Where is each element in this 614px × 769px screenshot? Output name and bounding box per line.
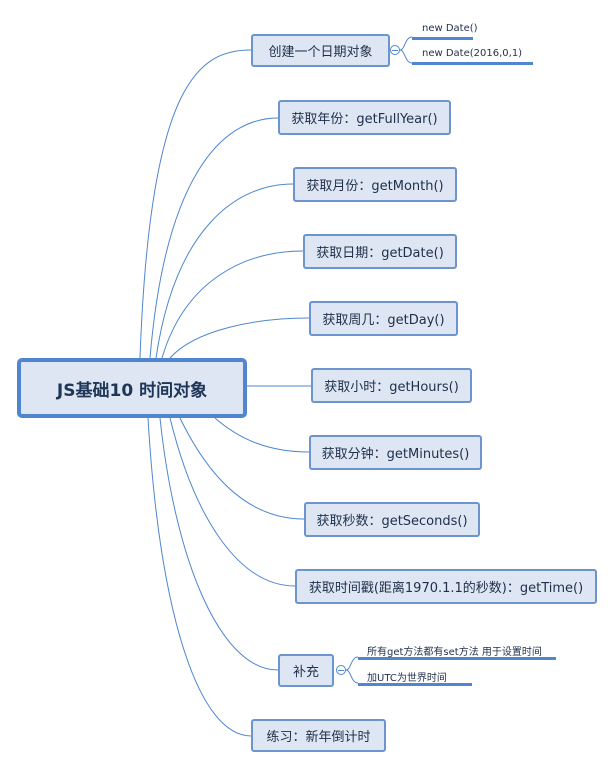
branch-get-seconds[interactable]: 获取秒数：getSeconds()	[304, 502, 480, 537]
branch-get-full-year[interactable]: 获取年份：getFullYear()	[278, 100, 451, 135]
branch-get-day[interactable]: 获取周几：getDay()	[309, 301, 458, 336]
connector-minutes	[214, 417, 310, 453]
leaf-underline	[358, 657, 556, 660]
connector-day	[169, 317, 310, 359]
leaf-get-set-note[interactable]: 所有get方法都有set方法 用于设置时间	[367, 647, 542, 658]
branch-get-date[interactable]: 获取日期：getDate()	[303, 234, 457, 269]
collapse-supplement-icon[interactable]	[336, 665, 346, 675]
branch-supplement[interactable]: 补充	[278, 654, 334, 687]
leaf-underline	[412, 37, 473, 40]
connector-year	[149, 117, 279, 359]
leaf-underline	[358, 683, 472, 686]
collapse-create-date-icon[interactable]	[390, 45, 400, 55]
leaf-underline	[412, 62, 533, 65]
root-topic[interactable]: JS基础10 时间对象	[17, 358, 247, 418]
branch-get-time[interactable]: 获取时间戳(距离1970.1.1的秒数)：getTime()	[295, 569, 597, 604]
connector-practice	[147, 417, 252, 737]
branch-get-month[interactable]: 获取月份：getMonth()	[293, 167, 457, 202]
branch-create-date[interactable]: 创建一个日期对象	[251, 34, 390, 67]
connector-date	[161, 250, 304, 359]
branch-practice[interactable]: 练习：新年倒计时	[251, 719, 386, 752]
leaf-utc-note[interactable]: 加UTC为世界时间	[367, 673, 447, 684]
branch-get-minutes[interactable]: 获取分钟：getMinutes()	[309, 435, 482, 470]
connector-supplement-child-2	[345, 669, 359, 684]
connector-seconds	[179, 417, 305, 520]
connector-supplement-child-1	[345, 656, 359, 671]
connector-create-child-1	[399, 36, 413, 51]
connector-gettime	[169, 417, 296, 587]
connector-month	[155, 183, 294, 359]
connector-create-child-2	[399, 49, 413, 64]
connector-create	[139, 49, 252, 359]
leaf-new-date[interactable]: new Date()	[422, 23, 478, 34]
connector-supplement	[159, 417, 279, 671]
leaf-new-date-args[interactable]: new Date(2016,0,1)	[422, 48, 523, 59]
branch-get-hours[interactable]: 获取小时：getHours()	[311, 368, 472, 403]
